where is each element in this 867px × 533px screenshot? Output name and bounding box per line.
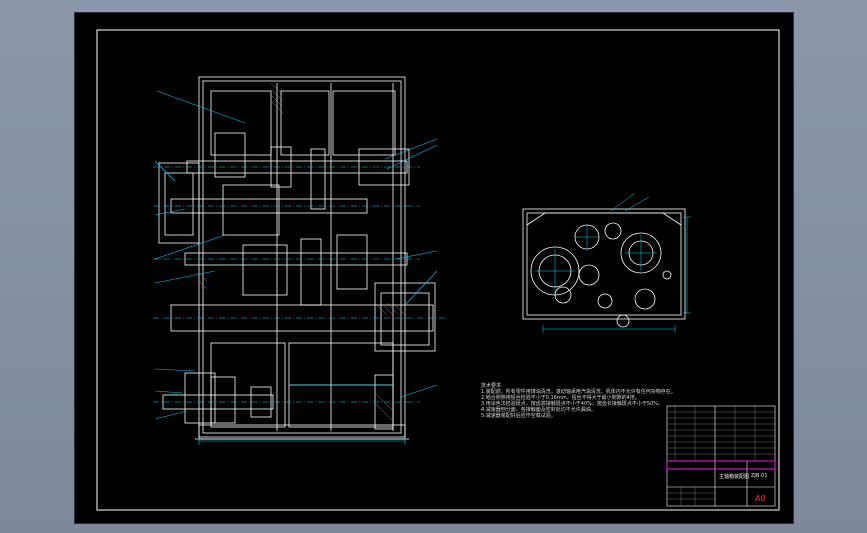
sheet-size: A0 [755,494,766,503]
cad-drawing [96,29,780,511]
title-block-accent-row [666,460,776,470]
drawing-frame [96,29,780,511]
drawing-number: ZJB-01 [751,473,768,479]
title-block-parts-list [667,406,775,506]
note-line: 3.用涂色法检验斑点，按齿高接触斑点不小于40%，按齿长接触斑点不小于50%。 [481,401,664,407]
note-line: 2.啮合侧隙用铅丝检验不小于0.16mm，铅丝不得大于最小侧隙的4倍。 [481,395,640,401]
title-block [666,405,776,507]
note-line: 4.减速器剖分面，各接触面及密封处均不允许漏油。 [481,407,596,413]
technical-notes: 技术要求 1.装配前，所有零件用煤油清洗，滚动轴承用汽油清洗，机体内不允许有任何… [481,383,676,419]
side-view [522,208,686,328]
section-hatching [198,82,406,422]
side-view-centers [535,192,691,333]
drawing-sheet: 技术要求 1.装配前，所有零件用煤油清洗，滚动轴承用汽油清洗，机体内不允许有任何… [74,12,794,524]
note-line: 5.减速器装配好后应作空载试验。 [481,413,556,419]
dimension-lines [153,166,445,445]
note-line: 1.装配前，所有零件用煤油清洗，滚动轴承用汽油清洗，机体内不允许有任何杂物存在。 [481,389,676,395]
part-leaders [154,90,438,420]
drawing-name: 主轴箱装配图 [719,474,750,480]
notes-heading: 技术要求 [481,383,502,389]
